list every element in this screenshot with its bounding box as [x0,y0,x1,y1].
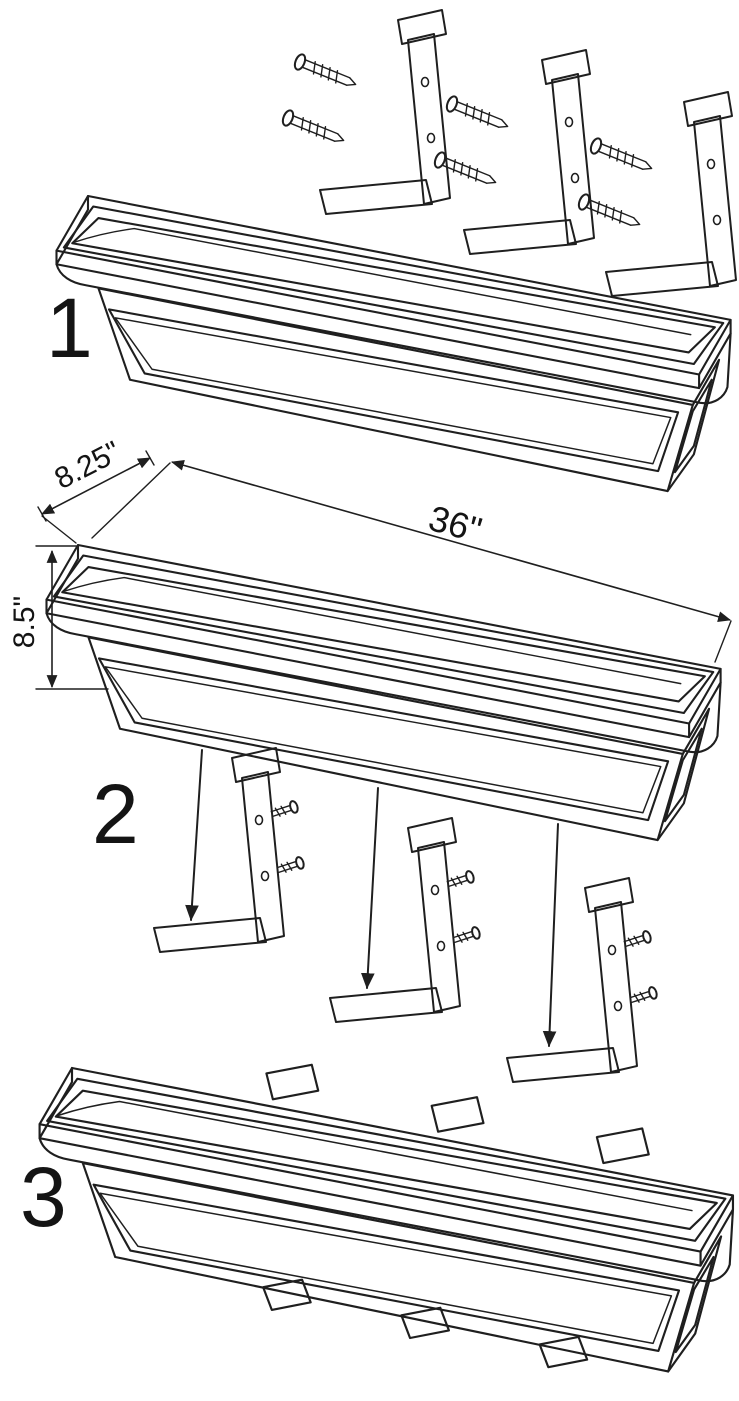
bracket-tab-2 [430,1096,485,1133]
attach-arrow-3 [542,823,559,1048]
wall-bracket-6 [506,877,638,1083]
attach-arrow-2 [360,787,379,990]
screw-icon [279,107,348,149]
planter-box-step1 [55,194,732,493]
wall-bracket-5 [329,817,461,1023]
planter-box-step3 [38,1066,735,1373]
bracket-tab-1 [265,1063,320,1101]
bolt-stub-icon [269,799,301,821]
bracket-foot-1 [262,1278,312,1312]
bolt-stub-icon [445,869,477,891]
attach-arrow-1 [185,749,203,922]
step-2-number: 2 [92,767,139,861]
bolt-stub-icon [628,985,660,1007]
assembled-planter [38,1063,735,1373]
screw-icon [443,93,512,135]
wall-bracket-4 [153,747,285,953]
wall-bracket-1 [319,9,451,215]
wall-bracket-2 [463,49,595,255]
step-3: 3 [20,1063,735,1373]
step-2: 8.25" 36" 8.5" 2 [8,435,732,1083]
bolt-stub-icon [275,855,307,877]
dimension-width: 8.25" [37,435,155,544]
length-label: 36" [424,497,486,551]
bracket-foot-3 [538,1335,589,1369]
height-label: 8.5" [8,596,41,648]
screw-icon [431,149,500,191]
screw-icon [291,51,360,93]
step-3-number: 3 [20,1150,67,1244]
wall-bracket-3 [605,91,737,297]
bolt-stub-icon [451,925,483,947]
step-1: 1 [46,9,737,493]
screw-icon [575,191,644,233]
step-1-number: 1 [46,281,93,375]
bracket-foot-2 [400,1306,451,1340]
screw-icon [587,135,656,177]
width-label: 8.25" [49,435,126,496]
dimension-height: 8.5" [8,545,109,690]
bolt-stub-icon [622,929,654,951]
bracket-tab-3 [595,1127,650,1165]
